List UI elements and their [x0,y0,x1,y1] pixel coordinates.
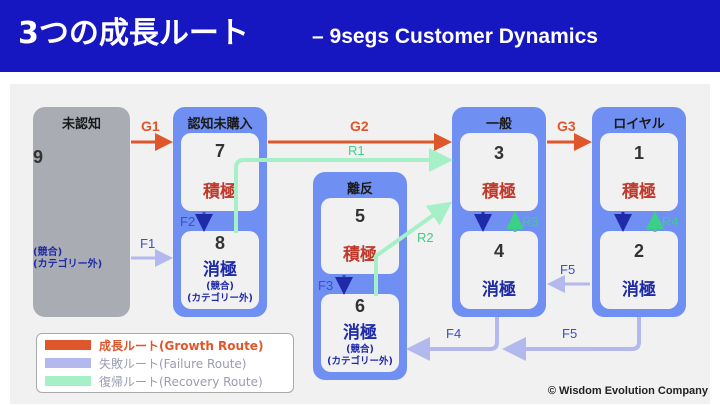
route-r1-arrow [234,148,453,233]
label-g2: G2 [350,118,369,134]
column-lapsed: 離反 5 積極 6 消極 (競合) (カテゴリー外) [313,172,407,380]
page-title: 3つの成長ルート [18,16,249,51]
legend-recovery-label: 復帰ルート(Recovery Route) [99,375,263,389]
route-r2-arrow [374,201,453,296]
header-bar: 3つの成長ルート – 9segs Customer Dynamics [0,0,720,72]
label-r1: R1 [348,143,365,158]
label-g1: G1 [141,118,160,134]
segment-2-card[interactable]: 2 消極 [600,231,678,309]
route-f4-arrow [406,317,499,361]
column-label-aware: 認知未購入 [187,117,253,132]
column-unaware: 未認知 9 (競合) (カテゴリー外) [33,107,130,317]
segment-8-number: 8 [214,233,225,253]
segment-5-number: 5 [354,206,365,226]
segment-9-note: (競合) (カテゴリー外) [33,247,103,270]
segment-8-label: 消極 [203,260,237,280]
column-label-general: 一般 [485,117,512,132]
legend-growth-label: 成長ルート(Growth Route) [99,339,264,353]
label-g3: G3 [557,118,576,134]
segment-4-number: 4 [493,241,504,261]
legend-failure-label: 失敗ルート(Failure Route) [99,357,247,371]
segment-5-card[interactable]: 5 積極 [321,198,399,274]
segment-7-card[interactable]: 7 積極 [181,133,259,211]
segment-1-number: 1 [633,143,644,163]
segment-6-number: 6 [354,296,365,316]
segment-6-card[interactable]: 6 消極 (競合) (カテゴリー外) [321,294,399,372]
label-r3: R3 [522,214,539,229]
route-legend: 成長ルート(Growth Route) 失敗ルート(Failure Route)… [36,333,294,393]
segment-8-card[interactable]: 8 消極 (競合) (カテゴリー外) [181,231,259,309]
column-aware: 認知未購入 7 積極 8 消極 (競合) (カテゴリー外) [173,107,267,317]
label-r4: R4 [662,214,679,229]
segment-4-card[interactable]: 4 消極 [460,231,538,309]
legend-failure-swatch [45,358,91,368]
segment-1-label: 積極 [622,182,656,202]
label-f3: F3 [318,278,334,293]
column-label-loyal: ロイヤル [613,117,665,132]
column-general: 一般 3 積極 4 消極 [452,107,546,317]
segment-2-number: 2 [633,241,644,261]
segment-6-label: 消極 [343,323,377,343]
copyright: © Wisdom Evolution Company [547,385,708,397]
segment-6-note: (競合) (カテゴリー外) [327,344,393,367]
column-label-lapsed: 離反 [346,182,373,197]
segment-3-label: 積極 [482,182,516,202]
segment-4-label: 消極 [482,280,516,300]
segment-8-note: (競合) (カテゴリー外) [187,281,253,304]
legend-growth-swatch [45,340,91,350]
segment-7-label: 積極 [203,182,237,202]
segment-3-card[interactable]: 3 積極 [460,133,538,211]
page-subtitle: – 9segs Customer Dynamics [312,25,598,48]
label-r2: R2 [417,230,434,245]
label-f5-side: F5 [560,262,576,277]
label-f1: F1 [140,236,156,251]
segment-7-number: 7 [214,141,225,161]
segment-1-card[interactable]: 1 積極 [600,133,678,211]
segment-5-label: 積極 [343,245,377,265]
column-loyal: ロイヤル 1 積極 2 消極 [592,107,686,317]
column-label-unaware: 未認知 [61,117,101,132]
label-f4: F4 [446,326,462,341]
segment-2-label: 消極 [622,280,656,300]
segment-9-number: 9 [33,147,44,167]
label-f2: F2 [180,214,196,229]
legend-recovery-swatch [45,376,91,386]
label-f5-bottom: F5 [562,326,578,341]
segment-3-number: 3 [493,143,504,163]
route-f5-bottom-arrow [502,317,641,361]
